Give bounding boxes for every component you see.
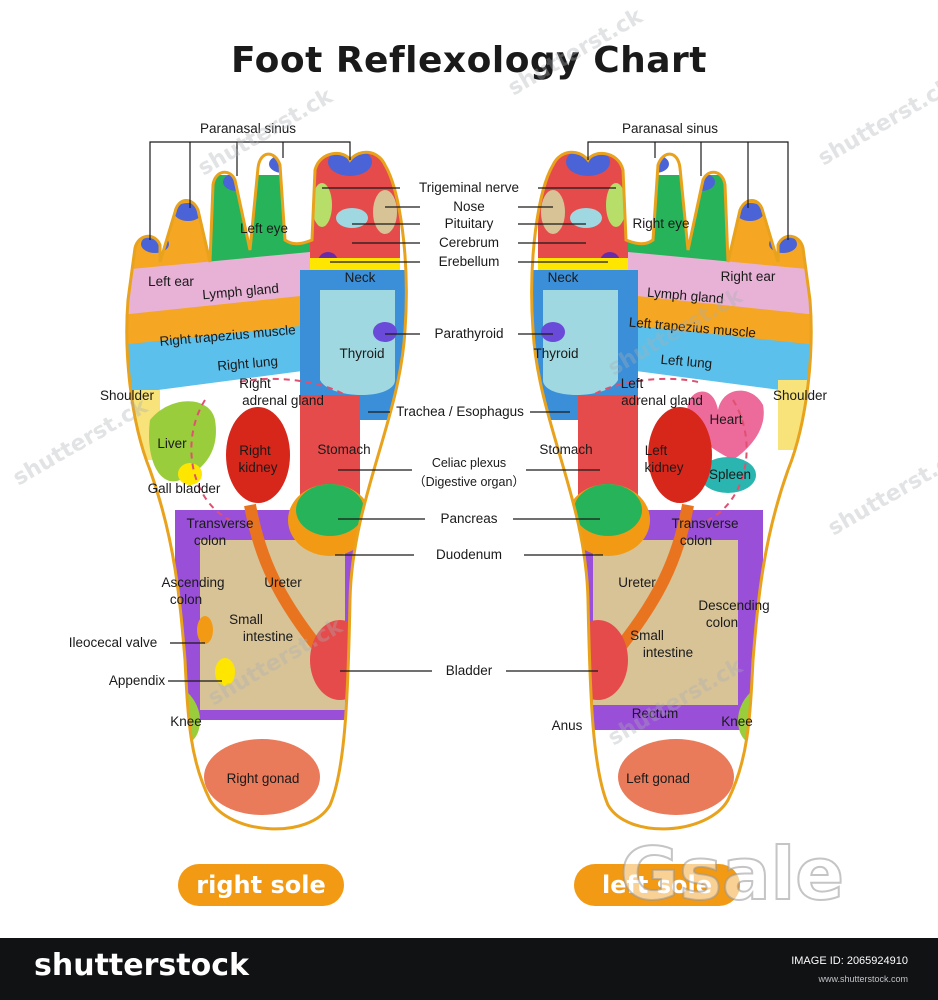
ileocecal-label: Ileocecal valve	[69, 635, 158, 650]
site-url: www.shutterstock.com	[818, 974, 908, 984]
thyroid-zone	[320, 290, 395, 395]
neck-label-right: Neck	[345, 270, 376, 285]
right-eye-label: Right eye	[632, 216, 689, 231]
transverse-label-right-2: colon	[194, 533, 226, 548]
gall-bladder-label: Gall bladder	[148, 481, 221, 496]
kidney-label-right-1: Right	[239, 443, 271, 458]
left-eye-label: Left eye	[240, 221, 288, 236]
small-label-right-2: intestine	[243, 629, 293, 644]
thyroid-label-left: Thyroid	[533, 346, 578, 361]
cerebrum-label: Cerebrum	[439, 235, 499, 250]
celiac-label: Celiac plexus	[432, 456, 506, 470]
stomach-label-left: Stomach	[539, 442, 592, 457]
descending-label-1: Descending	[698, 598, 769, 613]
left-sole-illustration	[530, 150, 813, 831]
right-sole-badge: right sole	[178, 864, 344, 906]
trapezius-zone	[126, 295, 310, 350]
kidney-label-left-1: Left	[645, 443, 668, 458]
adrenal-label-right-1: Right	[239, 376, 271, 391]
kidney-label-left-2: kidney	[644, 460, 683, 475]
spleen-label: Spleen	[709, 467, 751, 482]
descending-label-2: colon	[706, 615, 738, 630]
footer-bar: shutterstock IMAGE ID: 2065924910 www.sh…	[0, 938, 938, 1000]
shoulder-label-right: Shoulder	[100, 388, 155, 403]
stomach-label-right: Stomach	[317, 442, 370, 457]
small-label-left-2: intestine	[643, 645, 693, 660]
small-label-right-1: Small	[229, 612, 263, 627]
duodenum-label: Duodenum	[436, 547, 502, 562]
knee-label-left: Knee	[721, 714, 753, 729]
lung-zone	[126, 325, 310, 395]
heart-label: Heart	[709, 412, 742, 427]
adrenal-label-right-2: adrenal gland	[242, 393, 324, 408]
bladder-label: Bladder	[446, 663, 493, 678]
image-id: IMAGE ID: 2065924910	[791, 955, 908, 967]
lymph-label-right: Lymph gland	[202, 281, 280, 303]
parathyroid-label: Parathyroid	[434, 326, 503, 341]
pancreas-zone	[296, 484, 364, 536]
appendix-label: Appendix	[109, 673, 166, 688]
nose-label: Nose	[453, 199, 485, 214]
center-labels: Trigeminal nerve Nose Pituitary Cerebrum…	[396, 180, 525, 678]
liver-label: Liver	[157, 436, 187, 451]
stomach-zone	[300, 395, 360, 500]
trigeminal-nerve-label: Trigeminal nerve	[419, 180, 519, 195]
pancreas-label: Pancreas	[440, 511, 497, 526]
right-ear-label: Right ear	[721, 269, 776, 284]
anus-label: Anus	[552, 718, 583, 733]
kidney-label-right-2: kidney	[238, 460, 277, 475]
adrenal-label-left-2: adrenal gland	[621, 393, 703, 408]
chart-title: Foot Reflexology Chart	[231, 40, 707, 81]
shoulder-label-left: Shoulder	[773, 388, 828, 403]
center-leader-lines	[168, 187, 616, 682]
lymph-label-left: Lymph gland	[646, 285, 724, 307]
right-sole-illustration	[125, 150, 408, 831]
small-label-left-1: Small	[630, 628, 664, 643]
left-sole-badge: left sole	[574, 864, 740, 906]
right-sole-labels: Paranasal sinus Left eye Left ear Lymph …	[69, 121, 385, 786]
thyroid-label-right: Thyroid	[339, 346, 384, 361]
transverse-label-left-2: colon	[680, 533, 712, 548]
lung-label-left: Left lung	[660, 352, 713, 371]
paranasal-brackets	[149, 141, 789, 240]
small-intestine-zone	[200, 540, 345, 710]
transverse-label-left-1: Transverse	[671, 516, 738, 531]
ascending-label-2: colon	[170, 592, 202, 607]
liver-zone	[149, 401, 216, 482]
left-ear-label: Left ear	[148, 274, 194, 289]
paranasal-label-left: Paranasal sinus	[622, 121, 718, 136]
rectum-label: Rectum	[632, 706, 679, 721]
ureter-label-left: Ureter	[618, 575, 656, 590]
bladder-zone	[310, 620, 370, 700]
gonad-label-left: Left gonad	[626, 771, 690, 786]
transverse-label-right-1: Transverse	[186, 516, 253, 531]
neck-label-left: Neck	[548, 270, 579, 285]
digestive-label: （Digestive organ）	[413, 475, 525, 489]
shutterstock-logo: shutterstock	[34, 948, 249, 983]
ascending-label-1: Ascending	[161, 575, 224, 590]
kidney-zone	[226, 407, 290, 503]
ureter-label-right: Ureter	[264, 575, 302, 590]
adrenal-label-left-1: Left	[621, 376, 644, 391]
pituitary-label: Pituitary	[445, 216, 494, 231]
gonad-zone	[204, 739, 320, 815]
erebellum-label: Erebellum	[439, 254, 500, 269]
left-sole-labels: Paranasal sinus Right eye Right ear Lymp…	[533, 121, 827, 786]
paranasal-label-right: Paranasal sinus	[200, 121, 296, 136]
knee-label-right: Knee	[170, 714, 202, 729]
lung-label-right: Right lung	[217, 353, 279, 373]
gonad-label-right: Right gonad	[227, 771, 300, 786]
trachea-label: Trachea / Esophagus	[396, 404, 524, 419]
